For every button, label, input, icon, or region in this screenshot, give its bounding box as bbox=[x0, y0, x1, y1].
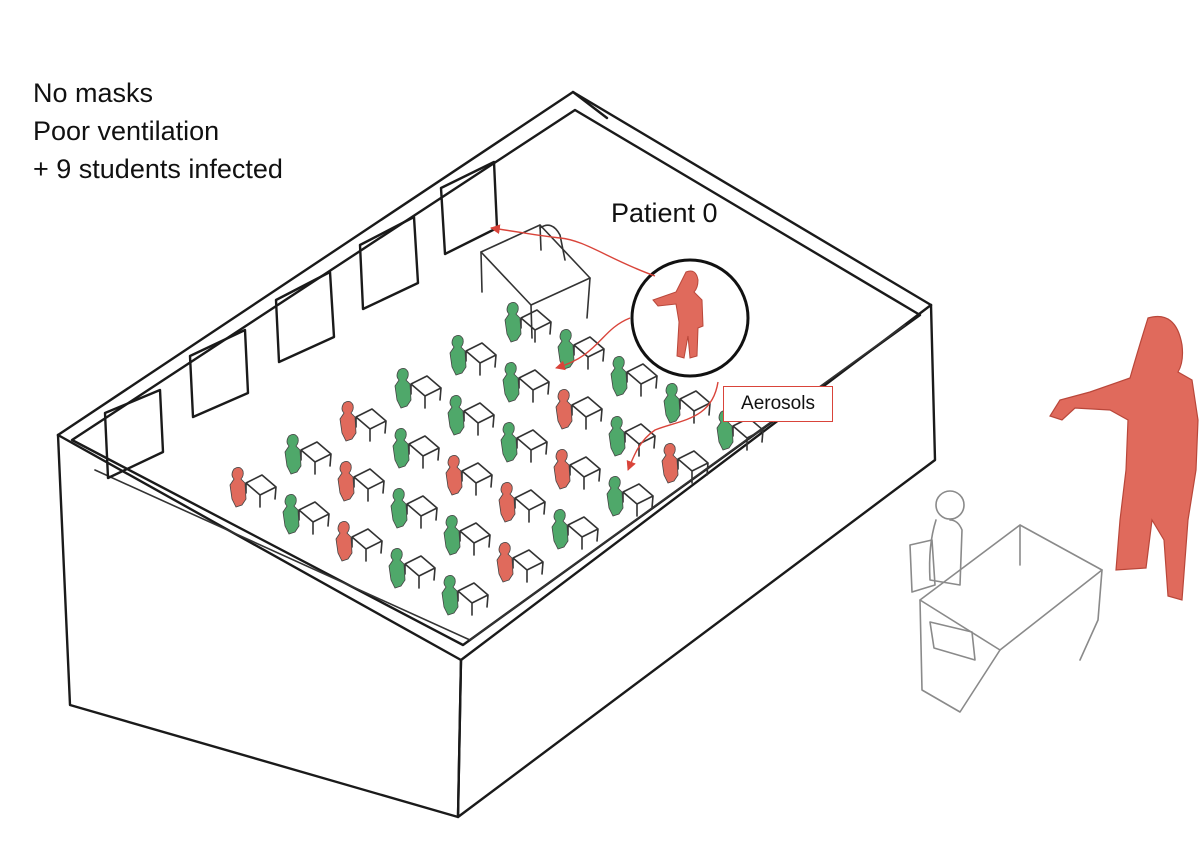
window-3 bbox=[274, 270, 336, 364]
student-seat-healthy bbox=[284, 434, 332, 475]
outside-desk-figure bbox=[909, 490, 1103, 713]
student-seat-healthy bbox=[557, 329, 605, 370]
student-seat-healthy bbox=[606, 476, 654, 517]
student-seat-infected bbox=[555, 389, 603, 430]
window-1 bbox=[103, 388, 165, 480]
student-seat-healthy bbox=[390, 488, 438, 529]
room-right-wall bbox=[456, 303, 937, 819]
student-seat-healthy bbox=[443, 515, 491, 556]
aerosol-arrows bbox=[490, 224, 719, 471]
patient-zero-label: Patient 0 bbox=[611, 198, 718, 228]
patient-zero bbox=[630, 258, 750, 378]
student-seat-healthy bbox=[392, 428, 440, 469]
aerosols-label-box: Aerosols bbox=[723, 386, 833, 422]
student-seat-healthy bbox=[447, 395, 495, 436]
student-seat-infected bbox=[553, 449, 601, 490]
arrow-to-right-row bbox=[626, 381, 719, 471]
note-students-infected: + 9 students infected bbox=[33, 154, 283, 184]
window-4 bbox=[358, 215, 420, 311]
patient-zero-circle bbox=[630, 258, 750, 378]
windows bbox=[103, 160, 499, 480]
student-seat-healthy bbox=[449, 335, 497, 376]
window-2 bbox=[188, 328, 250, 419]
student-seat-infected bbox=[229, 467, 277, 508]
student-seat-healthy bbox=[610, 356, 658, 397]
student-seat-healthy bbox=[394, 368, 442, 409]
room-teacher-desk bbox=[480, 224, 591, 339]
student-seat-infected bbox=[337, 461, 385, 502]
student-seat-healthy bbox=[608, 416, 656, 457]
arrow-to-front-row bbox=[555, 317, 631, 371]
arrow-to-desk bbox=[490, 224, 656, 277]
large-person-silhouette bbox=[1049, 316, 1199, 601]
student-seat-healthy bbox=[663, 383, 711, 424]
student-seat-healthy bbox=[502, 362, 550, 403]
student-seat-infected bbox=[339, 401, 387, 442]
aerosols-label: Aerosols bbox=[741, 393, 815, 414]
student-seat-healthy bbox=[388, 548, 436, 589]
note-poor-ventilation: Poor ventilation bbox=[33, 116, 220, 146]
student-seat-infected bbox=[498, 482, 546, 523]
student-seats bbox=[229, 302, 764, 616]
student-seat-healthy bbox=[500, 422, 548, 463]
student-seat-healthy bbox=[282, 494, 330, 535]
student-seat-infected bbox=[661, 443, 709, 484]
patient-zero-figure bbox=[652, 270, 704, 359]
note-no-masks: No masks bbox=[33, 78, 154, 108]
conditions-notes: No masks Poor ventilation + 9 students i… bbox=[33, 74, 283, 188]
student-seat-infected bbox=[335, 521, 383, 562]
window-5 bbox=[439, 160, 499, 256]
room-floor-edge bbox=[94, 324, 906, 641]
student-seat-healthy bbox=[441, 575, 489, 616]
room-back-right-wall-top bbox=[571, 90, 933, 307]
student-seat-healthy bbox=[504, 302, 552, 343]
student-seat-infected bbox=[445, 455, 493, 496]
student-seat-infected bbox=[496, 542, 544, 583]
student-seat-healthy bbox=[551, 509, 599, 550]
